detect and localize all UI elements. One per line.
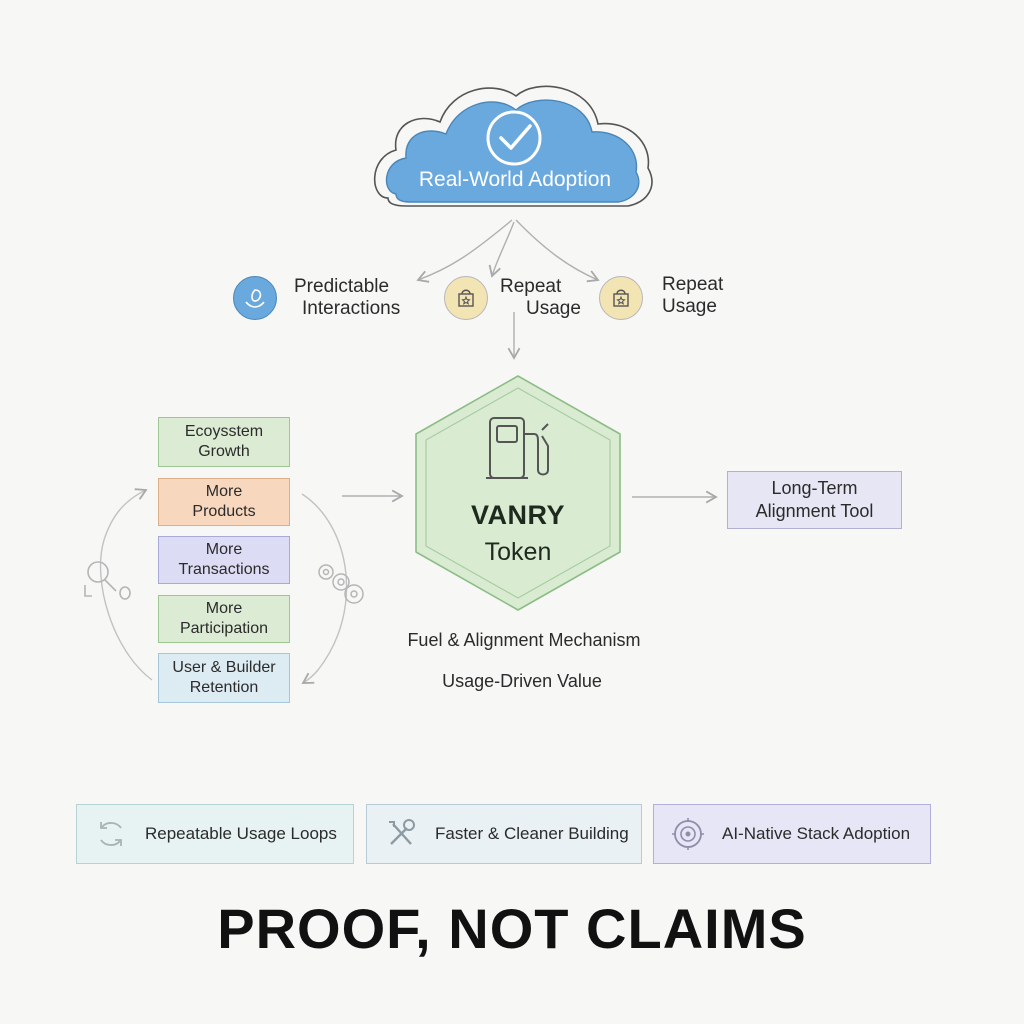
tools-icon [389,819,415,845]
arrow-cloud-left [416,219,513,283]
token-caption-mechanism: Fuel & Alignment Mechanism [407,630,641,650]
token-hexagon [415,375,621,611]
pill-repeatable-usage-loops: Repeatable Usage Loops [76,804,354,864]
token-subtitle: Token [484,538,552,566]
loop-arc-right [301,493,348,684]
cloud-shape [373,85,653,207]
benefit-predictable-interactions: Predictable Interactions [294,276,401,319]
gears-icon [318,564,364,604]
fuel-pump-icon [486,417,549,479]
token-title: VANRY [470,500,565,530]
arrow-cloud-right [515,219,600,283]
cloud-label: Real-World Adoption [418,168,612,191]
ai-chip-icon [672,818,704,850]
pill-faster-cleaner-building: Faster & Cleaner Building [366,804,642,864]
magnifier-icon [84,561,131,600]
benefit-repeat-usage-2: Repeat Usage [662,274,724,317]
token-caption-value: Usage-Driven Value [442,671,602,691]
arrow-cloud-middle [488,221,515,278]
headline: PROOF, NOT CLAIMS [217,897,807,960]
refresh-icon [100,822,122,846]
leaf-hands-icon [233,276,277,320]
benefit-repeat-usage-1: Repeat Usage [500,276,581,319]
check-circle-icon [486,110,542,166]
shopping-bag-icon-2 [599,276,643,320]
shopping-bag-icon [444,276,488,320]
pill-ai-native-stack-adoption: AI-Native Stack Adoption [653,804,931,864]
loop-arc-left [99,488,153,681]
